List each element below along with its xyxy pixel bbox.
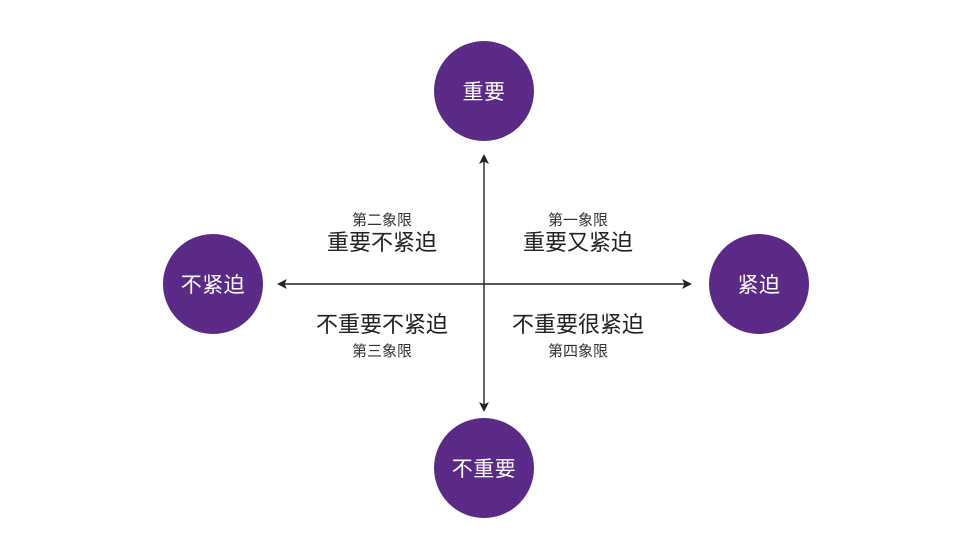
not-important-label: 不重要 — [451, 457, 517, 481]
quadrant-2-title: 重要不紧迫 — [326, 231, 437, 256]
important-circle: 重要 — [434, 41, 534, 141]
quadrant-3-label: 第三象限 — [351, 342, 412, 361]
not-important-circle: 不重要 — [434, 418, 534, 518]
quadrant-1-label: 第一象限 — [547, 211, 608, 229]
quadrant-4-title: 不重要很紧迫 — [511, 313, 644, 338]
quadrant-1: 第一象限 重要又紧迫 — [483, 211, 673, 257]
quadrant-3-title: 不重要不紧迫 — [315, 313, 448, 338]
urgent-label: 紧迫 — [737, 273, 781, 297]
not-urgent-circle: 不紧迫 — [163, 234, 263, 334]
quadrant-4-label: 第四象限 — [547, 342, 608, 361]
quadrant-2: 第二象限 重要不紧迫 — [287, 211, 477, 257]
quadrant-1-title: 重要又紧迫 — [522, 231, 633, 256]
not-urgent-label: 不紧迫 — [180, 273, 246, 297]
quadrant-3: 不重要不紧迫 第三象限 — [287, 313, 477, 360]
quadrant-4: 不重要很紧迫 第四象限 — [483, 313, 673, 360]
quadrant-2-label: 第二象限 — [351, 211, 412, 229]
urgent-circle: 紧迫 — [709, 234, 809, 334]
important-label: 重要 — [462, 80, 506, 104]
